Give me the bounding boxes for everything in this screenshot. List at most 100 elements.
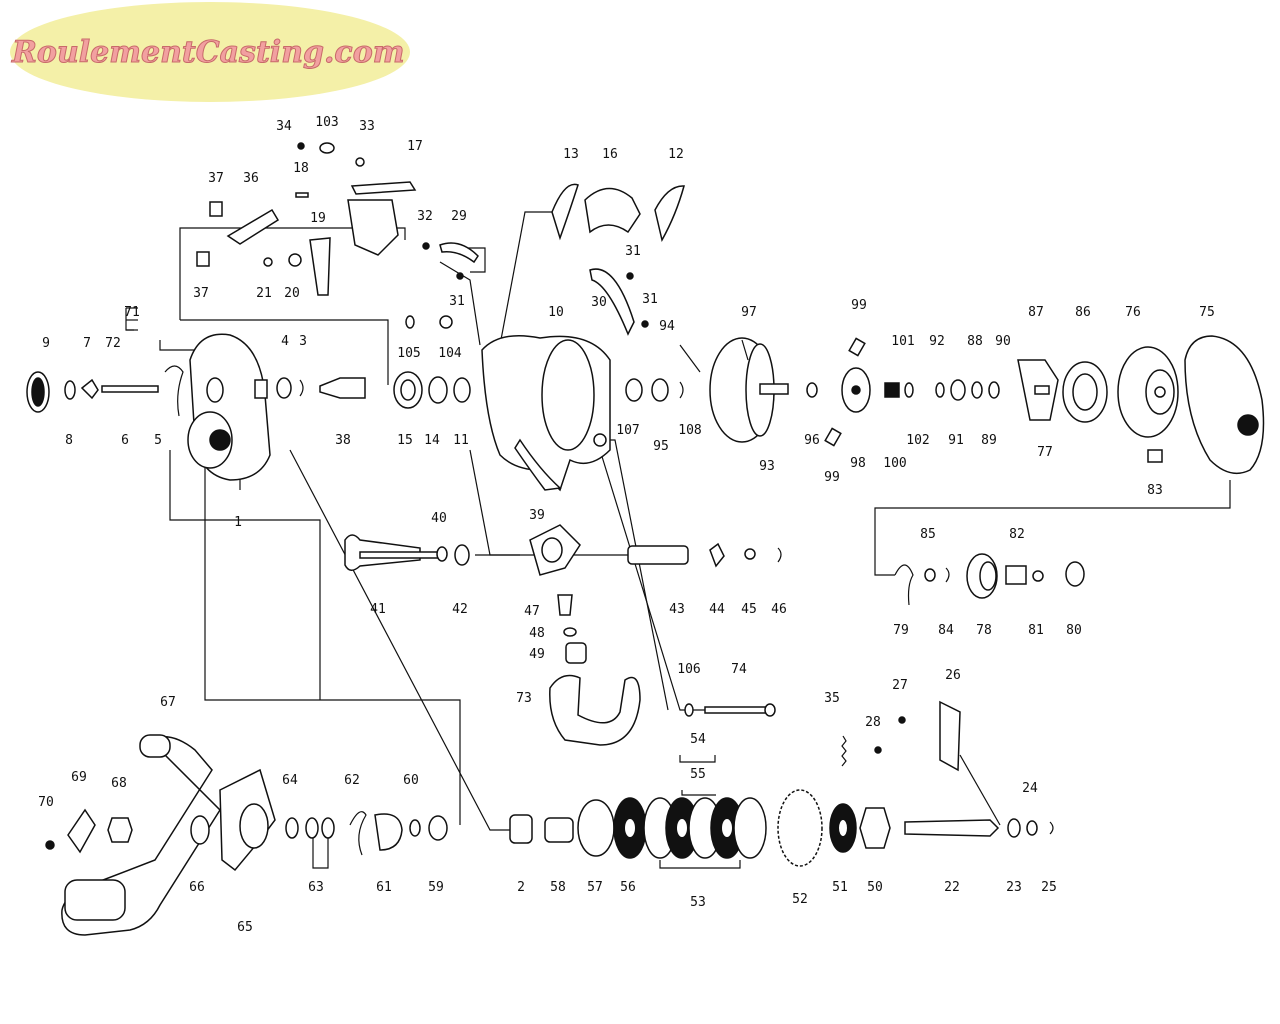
- part-36-lever: [226, 208, 280, 245]
- part-label-75: 75: [1199, 305, 1215, 320]
- part-label-38: 38: [335, 433, 351, 448]
- part-label-69: 69: [71, 770, 87, 785]
- part-80-cap: [1065, 561, 1085, 587]
- part-label-76: 76: [1125, 305, 1141, 320]
- part-label-11: 11: [453, 433, 469, 448]
- part-label-21: 21: [256, 286, 272, 301]
- part-12-cover: [654, 185, 685, 243]
- part-label-48: 48: [529, 626, 545, 641]
- part-24-washer: [1026, 820, 1038, 836]
- part-label-46: 46: [771, 602, 787, 617]
- part-label-7: 7: [83, 336, 91, 351]
- part-22-main-shaft: [904, 819, 1000, 837]
- part-label-5: 5: [154, 433, 162, 448]
- part-label-26: 26: [945, 668, 961, 683]
- part-3-clip: [299, 379, 304, 397]
- part-48-ring: [563, 627, 577, 637]
- part-label-85: 85: [920, 527, 936, 542]
- part-label-80: 80: [1066, 623, 1082, 638]
- part-label-43: 43: [669, 602, 685, 617]
- part-label-94: 94: [659, 319, 675, 334]
- part-83-clip: [1147, 449, 1163, 463]
- part-84-clip: [945, 567, 950, 583]
- part-13-cover: [551, 183, 579, 241]
- part-6-shaft: [101, 385, 159, 393]
- part-label-15: 15: [397, 433, 413, 448]
- part-label-28: 28: [865, 715, 881, 730]
- part-label-12: 12: [668, 147, 684, 162]
- part-60-ring: [409, 819, 421, 837]
- part-label-108: 108: [678, 423, 701, 438]
- part-label-50: 50: [867, 880, 883, 895]
- part-label-37: 37: [208, 171, 224, 186]
- part-52-main-gear: [777, 789, 823, 867]
- part-label-66: 66: [189, 880, 205, 895]
- part-label-98: 98: [850, 456, 866, 471]
- part-label-56: 56: [620, 880, 636, 895]
- level-wind-assembly: [344, 524, 782, 664]
- part-11-ring: [453, 377, 471, 403]
- part-label-36: 36: [243, 171, 259, 186]
- part-57-washer: [577, 799, 615, 857]
- part-19-lever: [309, 237, 331, 296]
- part-label-30: 30: [591, 295, 607, 310]
- part-label-52: 52: [792, 892, 808, 907]
- part-79-spring: [894, 564, 914, 606]
- part-38-pinion: [319, 377, 366, 399]
- part-16-thumb-bar: [584, 187, 641, 234]
- part-81-washer: [1032, 570, 1044, 582]
- part-label-23: 23: [1006, 880, 1022, 895]
- right-side-cover: [806, 335, 1265, 475]
- part-label-81: 81: [1028, 623, 1044, 638]
- part-label-35: 35: [824, 691, 840, 706]
- part-43-pipe: [627, 545, 689, 565]
- part-label-60: 60: [403, 773, 419, 788]
- part-7-spring: [80, 378, 99, 400]
- part-50-ratchet: [859, 807, 891, 849]
- part-107-ring: [625, 378, 643, 402]
- part-label-54: 54: [690, 732, 706, 747]
- part-69-plate: [67, 808, 96, 854]
- leader-lines: [125, 211, 1231, 869]
- part-label-3: 3: [299, 334, 307, 349]
- part-label-93: 93: [759, 459, 775, 474]
- part-label-44: 44: [709, 602, 725, 617]
- frame-assembly: [481, 183, 685, 492]
- part-label-58: 58: [550, 880, 566, 895]
- main-shaft-assembly: [26, 315, 471, 481]
- part-label-37: 37: [193, 286, 209, 301]
- part-25-clip: [1049, 821, 1054, 835]
- part-label-29: 29: [451, 209, 467, 224]
- part-label-67: 67: [160, 695, 176, 710]
- part-label-72: 72: [105, 336, 121, 351]
- part-37-spring: [209, 201, 223, 217]
- part-label-45: 45: [741, 602, 757, 617]
- part-105-clip: [405, 315, 415, 329]
- part-100-spring: [884, 382, 900, 398]
- part-label-31: 31: [642, 292, 658, 307]
- cast-control-assembly: [894, 553, 1085, 606]
- part-label-53: 53: [690, 895, 706, 910]
- part-label-95: 95: [653, 439, 669, 454]
- part-label-99: 99: [824, 470, 840, 485]
- part-28-screw: [874, 746, 882, 754]
- part-85-washer: [924, 568, 936, 582]
- part-label-100: 100: [883, 456, 906, 471]
- part-label-71: 71: [124, 305, 140, 320]
- part-47-pawl: [557, 594, 573, 616]
- part-label-96: 96: [804, 433, 820, 448]
- part-label-25: 25: [1041, 880, 1057, 895]
- part-61-ratchet: [374, 813, 403, 851]
- part-5-clip: [164, 365, 184, 417]
- part-26-plate: [939, 700, 961, 772]
- part-label-31: 31: [625, 244, 641, 259]
- part-label-17: 17: [407, 139, 423, 154]
- part-label-74: 74: [731, 662, 747, 677]
- part-label-31: 31: [449, 294, 465, 309]
- part-label-99: 99: [851, 298, 867, 313]
- part-label-16: 16: [602, 147, 618, 162]
- part-label-20: 20: [284, 286, 300, 301]
- part-18-screw: [295, 192, 309, 198]
- part-label-19: 19: [310, 211, 326, 226]
- logo-text: RoulementCasting.com: [11, 35, 404, 70]
